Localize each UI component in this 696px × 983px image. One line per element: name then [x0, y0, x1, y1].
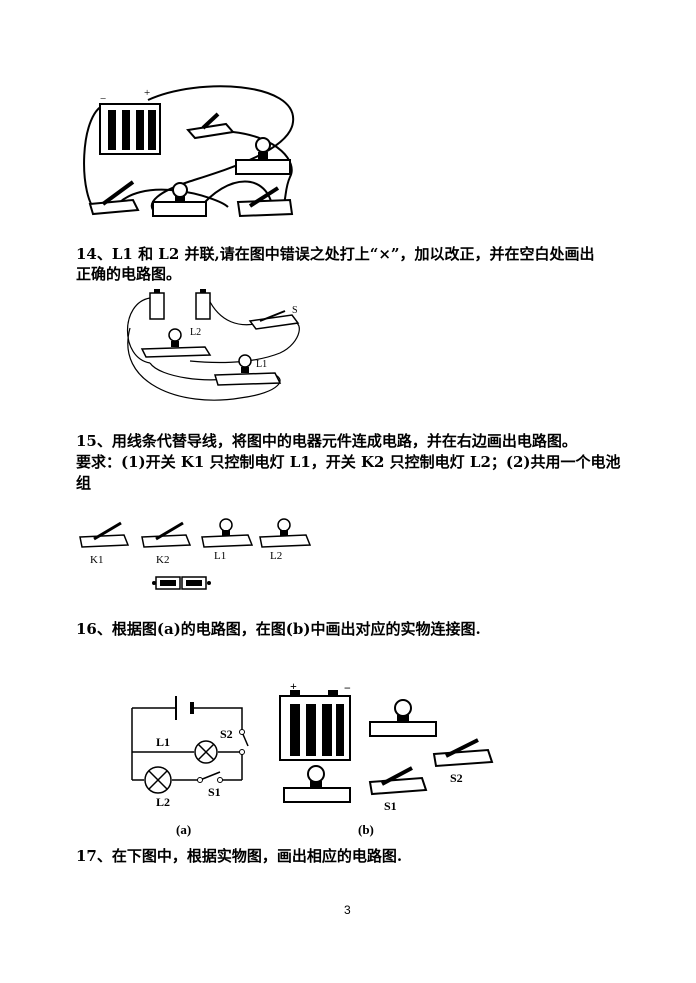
bulb-l2-label: L2 [270, 550, 282, 562]
switch-k2-label: K2 [156, 554, 169, 566]
battery-plus-label: + [290, 682, 297, 693]
switch-icon [186, 112, 235, 140]
bulb-icon [214, 354, 282, 386]
bulb-icon [235, 137, 291, 175]
switch-icon [79, 521, 130, 548]
bulb-l1-label: L1 [256, 359, 267, 370]
switch-s1-label: S1 [208, 785, 221, 799]
battery-pack-icon [152, 576, 211, 590]
page-number: 3 [344, 903, 351, 917]
q15-text-line1: 15、用线条代替导线，将图中的电器元件连成电路，并在右边画出电路图。 [76, 432, 577, 450]
svg-text:−: − [100, 93, 106, 105]
figure-a-caption: (a) [176, 822, 191, 837]
switch-icon [432, 738, 494, 768]
q14-circuit-figure: S L2 L1 [127, 289, 300, 401]
switch-s-label: S [292, 305, 298, 316]
switch-icon [248, 310, 300, 330]
lamp-l1-label: L1 [156, 735, 170, 749]
q15-text-line2: 要求：(1)开关 K1 只控制电灯 L1，开关 K2 只控制电灯 L2；(2)共… [76, 453, 621, 471]
q17-text-line1: 17、在下图中，根据实物图，画出相应的电路图. [76, 847, 403, 865]
switch-s2-label: S2 [220, 727, 233, 741]
q16-components-figure-b: + − S2 S1 (b) [279, 682, 494, 837]
switch-icon [368, 766, 428, 796]
figure-b-caption: (b) [358, 822, 374, 837]
svg-text:+: + [144, 87, 150, 99]
lamp-l2-label: L2 [156, 795, 170, 809]
bulb-icon [201, 518, 254, 548]
bulb-l2-label: L2 [190, 327, 201, 338]
bulb-icon [152, 182, 207, 217]
q14-text-line2: 正确的电路图。 [76, 265, 182, 283]
battery-icon [279, 690, 351, 761]
q15-components-figure: K1 K2 L1 L2 [79, 518, 312, 590]
battery-cell-icon [149, 289, 165, 320]
q13-circuit-figure: + − [83, 85, 295, 218]
battery-icon: + − [99, 87, 161, 155]
q15-text-line3: 组 [76, 474, 92, 492]
switch-s1-label: S1 [384, 799, 397, 813]
bulb-icon [259, 518, 312, 548]
bulb-l1-label: L1 [214, 550, 226, 562]
battery-minus-label: − [344, 682, 351, 695]
switch-s2-label: S2 [450, 771, 463, 785]
q14-text-line1: 14、L1 和 L2 并联,请在图中错误之处打上“×”，加以改正，并在空白处画出 [76, 245, 595, 263]
switch-icon [141, 521, 192, 548]
switch-icon [88, 180, 140, 216]
q16-circuit-diagram-a: L1 S2 S1 L2 (a) [131, 696, 249, 837]
switch-k1-label: K1 [90, 554, 103, 566]
switch-icon [236, 186, 294, 218]
bulb-icon [283, 765, 351, 803]
bulb-icon [140, 328, 212, 358]
q16-text-line1: 16、根据图(a)的电路图，在图(b)中画出对应的实物连接图. [76, 620, 481, 638]
battery-cell-icon [195, 289, 211, 320]
bulb-icon [369, 699, 437, 737]
